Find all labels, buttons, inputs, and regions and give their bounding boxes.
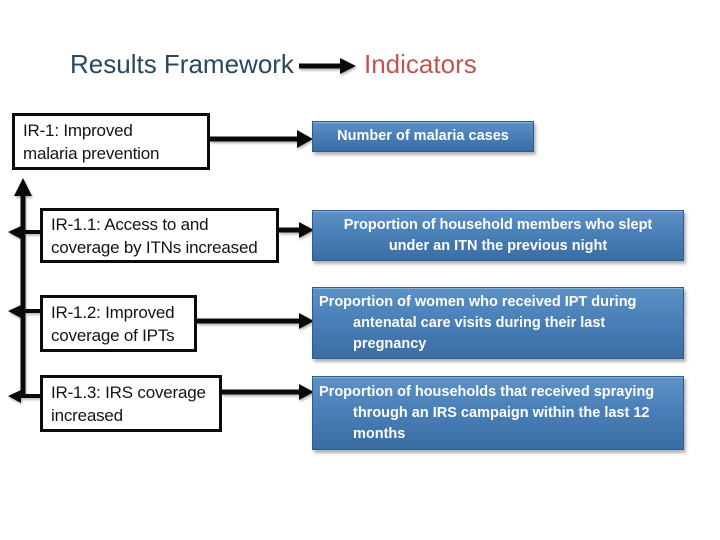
indicator-box-1: Number of malaria cases — [312, 121, 534, 152]
connector-ir11-indicator2-right-arrow-icon — [279, 222, 314, 238]
indicator-box-3-label: Proportion of women who received IPT dur… — [319, 293, 637, 352]
framework-box-ir1-2: IR-1.2: Improved coverage of IPTs — [40, 295, 197, 352]
framework-box-ir1: IR-1: Improved malaria prevention — [12, 113, 210, 170]
connector-ir12-indicator3-right-arrow-icon — [197, 313, 314, 329]
framework-box-ir1-1: IR-1.1: Access to and coverage by ITNs i… — [40, 208, 279, 263]
indicator-box-1-label: Number of malaria cases — [337, 128, 509, 144]
connector-ir13-indicator4-right-arrow-icon — [222, 384, 314, 400]
heading-results-framework: Results Framework — [70, 49, 294, 79]
framework-box-ir1-2-label: IR-1.2: Improved coverage of IPTs — [51, 302, 175, 345]
connector-ir13-trunk-left-arrow-icon — [8, 390, 40, 403]
framework-box-ir1-1-label: IR-1.1: Access to and coverage by ITNs i… — [51, 214, 258, 257]
framework-box-ir1-3: IR-1.3: IRS coverage increased — [40, 375, 222, 432]
framework-box-ir1-3-label: IR-1.3: IRS coverage increased — [51, 382, 206, 425]
indicator-box-4: Proportion of households that received s… — [312, 376, 684, 450]
connector-ir1-indicator1-right-arrow-icon — [210, 130, 313, 148]
indicator-box-2-label: Proportion of household members who slep… — [343, 216, 653, 254]
heading-indicators: Indicators — [364, 49, 477, 79]
indicator-box-3: Proportion of women who received IPT dur… — [312, 287, 684, 359]
indicator-box-2: Proportion of household members who slep… — [312, 210, 684, 261]
connector-ir11-trunk-left-arrow-icon — [8, 226, 40, 239]
title-right-arrow-icon — [299, 58, 356, 74]
connector-ir12-trunk-left-arrow-icon — [8, 305, 40, 318]
framework-box-ir1-label: IR-1: Improved malaria prevention — [23, 120, 160, 163]
trunk-up-arrow-icon — [14, 178, 32, 398]
indicator-box-4-label: Proportion of households that received s… — [319, 383, 655, 442]
